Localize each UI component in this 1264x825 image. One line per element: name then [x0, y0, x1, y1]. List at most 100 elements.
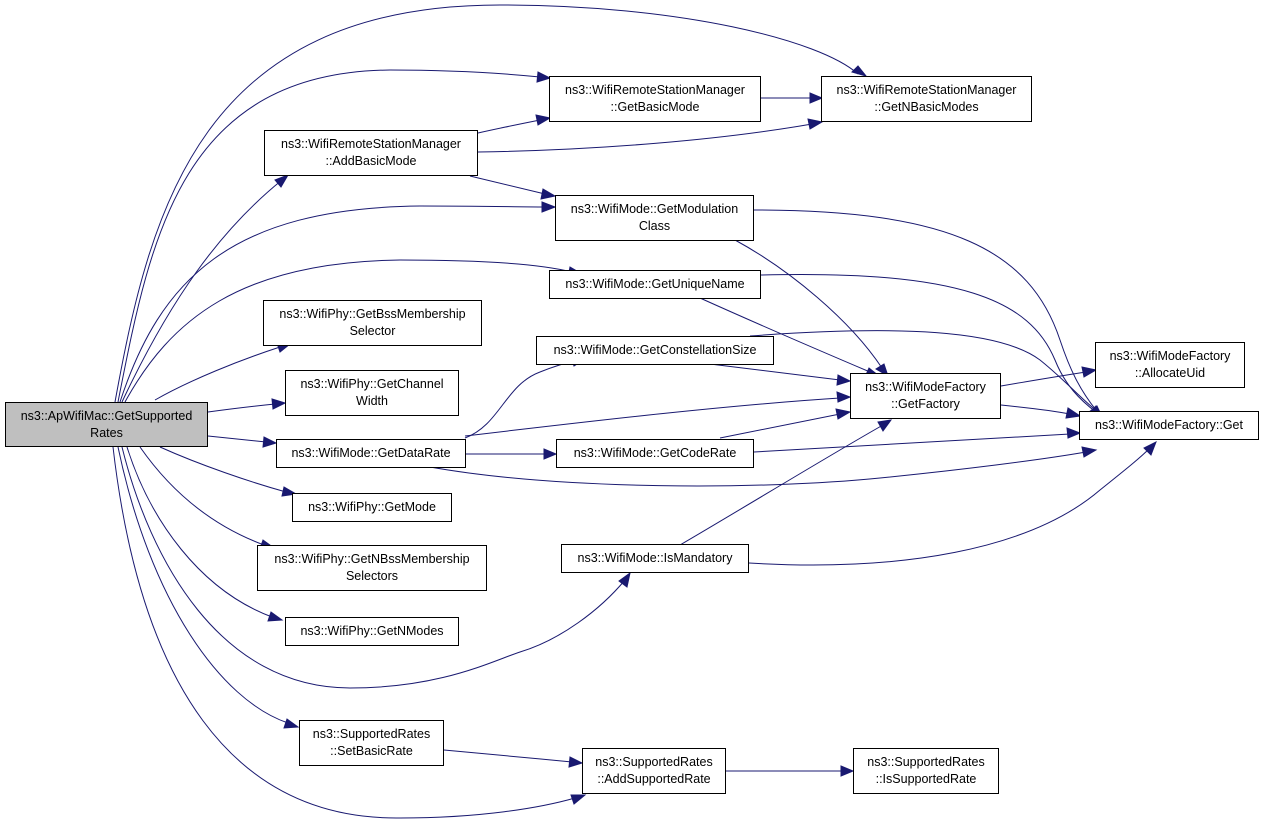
edge-get-data-rate-to-get — [429, 451, 1087, 487]
node-label-line2: Selector — [349, 324, 396, 338]
node-label-line1: ns3::SupportedRates — [867, 755, 985, 769]
node-factory-get[interactable]: ns3::WifiModeFactory::Get — [1079, 411, 1259, 440]
arrowhead — [570, 794, 587, 805]
edge-root-to-add-basic-mode — [121, 179, 283, 403]
edge-root-to-get-modulation-class — [119, 205, 546, 403]
node-label-line1: ns3::WifiRemoteStationManager — [281, 137, 461, 151]
node-label-line2: Rates — [90, 425, 123, 440]
node-sr-is-supported-rate[interactable]: ns3::SupportedRates ::IsSupportedRate — [853, 748, 999, 794]
edge-get-code-rate-to-get-factory — [719, 413, 841, 439]
edge-add-basic-mode-to-get-n-basic-modes — [477, 123, 813, 153]
arrowhead — [807, 118, 824, 130]
node-label-line1: ns3::WifiRemoteStationManager — [836, 83, 1017, 97]
node-label-line1: ns3::WifiModeFactory::Get — [1095, 418, 1243, 432]
node-phy-get-channel-width[interactable]: ns3::WifiPhy::GetChannel Width — [285, 370, 459, 416]
edge-set-basic-rate-to-add-supported-rate — [443, 749, 573, 763]
edge-root-to-get-n-basic-modes — [114, 4, 859, 403]
edge-get-unique-name-to-get-factory — [699, 297, 871, 373]
node-label-line2: ::AddBasicMode — [325, 154, 417, 168]
arrowhead — [535, 114, 552, 126]
edge-root-to-get-n-bss-membership-selectors — [139, 446, 265, 546]
node-rsm-get-basic-mode[interactable]: ns3::WifiRemoteStationManager ::GetBasic… — [549, 76, 761, 122]
node-label-line1: ns3::WifiMode::GetUniqueName — [565, 277, 745, 291]
node-label-line2: ::AllocateUid — [1134, 366, 1206, 380]
edge-root-to-add-supported-rate — [112, 446, 576, 819]
edge-root-to-get-data-rate — [207, 435, 267, 443]
arrowhead — [274, 174, 290, 188]
edge-get-modulation-class-to-get-factory — [734, 239, 883, 369]
node-rsm-get-n-basic-modes[interactable]: ns3::WifiRemoteStationManager ::GetNBasi… — [821, 76, 1032, 122]
node-sr-add-supported-rate[interactable]: ns3::SupportedRates ::AddSupportedRate — [582, 748, 726, 794]
arrowhead — [1143, 440, 1157, 456]
node-label-line1: ns3::WifiModeFactory — [865, 380, 986, 394]
node-mode-get-constellation-size[interactable]: ns3::WifiMode::GetConstellationSize — [536, 336, 774, 365]
edge-get-unique-name-to-get — [760, 274, 1097, 413]
arrowhead — [267, 611, 284, 622]
node-label-line2: ::GetFactory — [891, 397, 960, 411]
node-label-line2: ::IsSupportedRate — [875, 772, 977, 786]
node-label-line2: Width — [356, 394, 388, 408]
node-label-line2: ::AddSupportedRate — [597, 772, 711, 786]
node-mode-get-modulation-class[interactable]: ns3::WifiMode::GetModulation Class — [555, 195, 754, 241]
arrowhead — [540, 188, 557, 200]
node-label-line2: ::GetBasicMode — [610, 100, 700, 114]
node-mode-is-mandatory[interactable]: ns3::WifiMode::IsMandatory — [561, 544, 749, 573]
edge-is-mandatory-to-get — [748, 447, 1151, 566]
edge-add-basic-mode-to-get-modulation-class — [469, 175, 546, 195]
arrowhead — [877, 419, 893, 432]
arrowhead — [1081, 366, 1098, 378]
node-label-line1: ns3::WifiMode::IsMandatory — [577, 551, 733, 565]
arrowhead — [262, 436, 278, 448]
node-factory-allocate-uid[interactable]: ns3::WifiModeFactory ::AllocateUid — [1095, 342, 1245, 388]
arrowhead — [1081, 446, 1098, 458]
edge-get-constellation-size-to-get-factory — [709, 363, 841, 381]
node-sr-set-basic-rate[interactable]: ns3::SupportedRates ::SetBasicRate — [299, 720, 444, 766]
arrowhead — [851, 65, 868, 77]
node-phy-get-bss-membership-selector[interactable]: ns3::WifiPhy::GetBssMembership Selector — [263, 300, 482, 346]
edge-root-to-is-mandatory — [121, 446, 626, 689]
edge-root-to-set-basic-rate — [117, 446, 289, 724]
node-label-line1: ns3::WifiPhy::GetBssMembership — [279, 307, 466, 321]
node-label-line1: ns3::WifiPhy::GetNModes — [300, 624, 444, 638]
node-label-line1: ns3::WifiMode::GetConstellationSize — [553, 343, 757, 357]
node-label-line2: ::SetBasicRate — [330, 744, 413, 758]
edge-is-mandatory-to-get-factory — [679, 424, 884, 546]
node-phy-get-mode[interactable]: ns3::WifiPhy::GetMode — [292, 493, 452, 522]
node-rsm-add-basic-mode[interactable]: ns3::WifiRemoteStationManager ::AddBasic… — [264, 130, 478, 176]
arrowhead — [568, 756, 584, 768]
node-factory-get-factory[interactable]: ns3::WifiModeFactory ::GetFactory — [850, 373, 1001, 419]
node-label-line1: ns3::WifiRemoteStationManager — [565, 83, 745, 97]
node-mode-get-unique-name[interactable]: ns3::WifiMode::GetUniqueName — [549, 270, 761, 299]
node-label-line1: ns3::WifiMode::GetModulation — [570, 202, 739, 216]
node-label-line1: ns3::WifiMode::GetCodeRate — [573, 446, 737, 460]
node-label-line1: ns3::WifiPhy::GetChannel — [300, 377, 444, 391]
node-label-line1: ns3::SupportedRates — [312, 727, 431, 741]
edge-root-to-get-unique-name — [124, 259, 573, 403]
node-ap-wifi-mac-get-supported-rates: ns3::ApWifiMac::GetSupported Rates — [5, 402, 208, 447]
edge-get-factory-to-allocate-uid — [1000, 371, 1087, 387]
node-phy-get-n-bss-membership-selectors[interactable]: ns3::WifiPhy::GetNBssMembership Selector… — [257, 545, 487, 591]
node-phy-get-n-modes[interactable]: ns3::WifiPhy::GetNModes — [285, 617, 459, 646]
edge-root-to-get-mode — [159, 446, 287, 493]
edge-add-basic-mode-to-get-basic-mode — [477, 119, 541, 134]
edge-root-to-get-basic-mode — [117, 69, 541, 403]
arrowhead — [1066, 427, 1082, 439]
arrowhead — [836, 374, 852, 386]
node-label-line1: ns3::ApWifiMac::GetSupported — [20, 408, 193, 423]
arrowhead — [541, 201, 557, 213]
node-mode-get-data-rate[interactable]: ns3::WifiMode::GetDataRate — [276, 439, 466, 468]
node-label-line1: ns3::SupportedRates — [595, 755, 713, 769]
arrowhead — [618, 571, 631, 588]
edge-get-constellation-size-to-get — [749, 330, 1099, 413]
arrowhead — [809, 92, 824, 104]
node-mode-get-code-rate[interactable]: ns3::WifiMode::GetCodeRate — [556, 439, 754, 468]
edge-root-to-get-channel-width — [207, 403, 276, 413]
edge-get-data-rate-to-get-factory — [464, 397, 841, 437]
edge-root-to-get-n-modes — [126, 446, 273, 618]
edge-root-to-get-bss-membership-selector — [154, 346, 281, 401]
arrowhead — [835, 408, 852, 420]
edge-get-factory-to-get — [1000, 404, 1071, 415]
node-label-line2: Selectors — [345, 569, 399, 583]
node-label-line1: ns3::WifiPhy::GetNBssMembership — [274, 552, 470, 566]
